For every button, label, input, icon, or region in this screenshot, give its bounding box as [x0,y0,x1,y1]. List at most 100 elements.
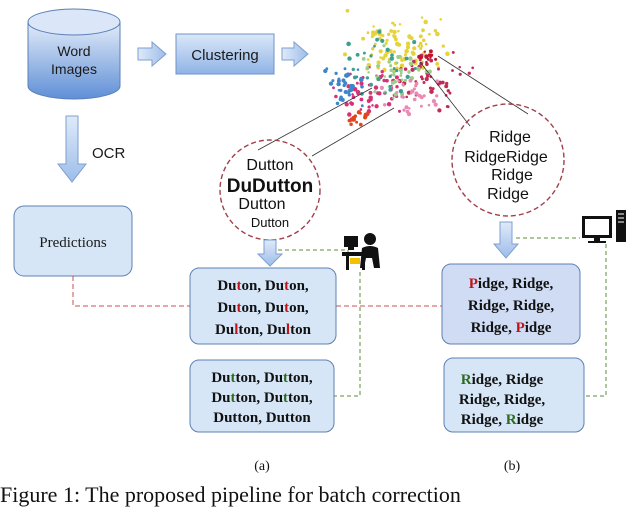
scatter-point [392,29,397,35]
scatter-point [376,77,381,82]
scatter-point [425,73,430,78]
cluster-scatter-plot [323,8,475,127]
highlighted-letter-green: t [231,370,236,386]
word-segment: Ridge, Ridge, [468,298,555,314]
scatter-point [369,82,373,87]
word-segment: idge, Ridge [472,372,544,388]
scatter-point [379,56,382,59]
cluster-circle-a: Dutton DuDutton Dutton Dutton [219,139,321,241]
scatter-point [368,90,373,95]
scatter-point [383,75,387,78]
cluster-a-word-4: Dutton [251,215,289,230]
scatter-point [403,53,407,57]
clustering-label: Clustering [191,47,259,64]
green-dash-human-to-box [334,272,361,397]
highlighted-letter-red: P [469,276,478,292]
word-segment: Du [211,370,230,386]
scatter-point [395,90,399,94]
highlighted-letter-red: t [237,300,242,316]
scatter-point [435,61,440,66]
scatter-point [345,8,350,13]
scatter-point [410,67,415,72]
box-a-bottom-line-2: Dutton, Dutton, [211,390,313,406]
scatter-point [398,88,404,94]
scatter-point [399,71,403,75]
scatter-point [336,81,341,87]
box-b-top-line-2: Ridge, Ridge, [468,298,555,314]
scatter-point [445,81,449,86]
arrow-circle-b-to-box [492,221,520,259]
scatter-point [418,34,423,39]
scatter-point [387,32,391,36]
highlighted-letter-red: l [286,322,290,338]
predictions-label: Predictions [39,235,107,251]
box-a-bottom: Dutton, Dutton, Dutton, Dutton, Dutton, … [189,359,335,433]
word-segment: Ridge, [461,412,506,428]
scatter-point [397,79,400,83]
box-b-bottom-line-2: Ridge, Ridge, [459,392,546,408]
scatter-point [389,68,393,72]
ocr-label: OCR [92,145,126,162]
box-b-bottom-line-3: Ridge, Ridge [461,412,544,428]
scatter-point [440,80,445,85]
scatter-point [419,104,423,108]
scatter-point [365,111,370,117]
scatter-point [389,29,394,33]
scatter-point [339,95,343,100]
cluster-circle-b: Ridge RidgeRidge Ridge Ridge [451,103,565,217]
scatter-point [332,86,335,90]
box-a-bottom-line-1: Dutton, Dutton, [211,370,313,386]
scatter-point [350,83,355,89]
scatter-point [412,46,417,51]
scatter-point [394,75,399,80]
scatter-point [409,36,414,41]
scatter-point [369,54,373,58]
scatter-point [382,44,386,48]
scatter-point [331,79,335,83]
scatter-point [349,101,355,106]
scatter-point [403,67,408,71]
scatter-point [371,30,376,35]
scatter-point [367,71,370,74]
scatter-point [412,40,417,45]
arrow-to-scatter [281,40,309,68]
scatter-point [343,67,347,71]
box-b-top-line-1: Pidge, Ridge, [469,276,554,292]
highlighted-letter-green: t [283,370,288,386]
scatter-point [385,47,390,52]
scatter-point [400,78,404,82]
leader-line-a-right [311,107,395,157]
word-segment: Du [215,322,234,338]
scatter-point [339,88,343,93]
scatter-point [441,44,445,48]
scatter-point [412,87,416,91]
scatter-point [428,86,433,90]
scatter-point [395,85,399,89]
scatter-point [384,41,388,45]
scatter-point [366,98,371,104]
word-segment: idge [517,412,544,428]
leader-line-a-left [257,87,373,151]
scatter-point [392,50,396,54]
scatter-point [359,108,363,111]
scatter-point [428,49,433,54]
word-segment: on, Du [242,278,285,294]
scatter-point [398,23,402,26]
scatter-point [371,104,374,107]
scatter-point [374,104,379,109]
word-segment: Ridge, Ridge, [459,392,546,408]
scatter-point [388,84,392,88]
scatter-point [458,65,461,69]
scatter-point [420,77,424,81]
cluster-a-word-2: DuDutton [227,176,314,197]
cluster-a-word-1: Dutton [246,157,293,174]
ocr-arrow [56,115,88,183]
scatter-point [439,18,442,21]
word-segment: on, Du [242,300,285,316]
scatter-point [370,35,374,39]
scatter-point [397,29,400,33]
scatter-point [423,19,428,25]
scatter-point [392,67,396,71]
scatter-point [399,68,403,73]
